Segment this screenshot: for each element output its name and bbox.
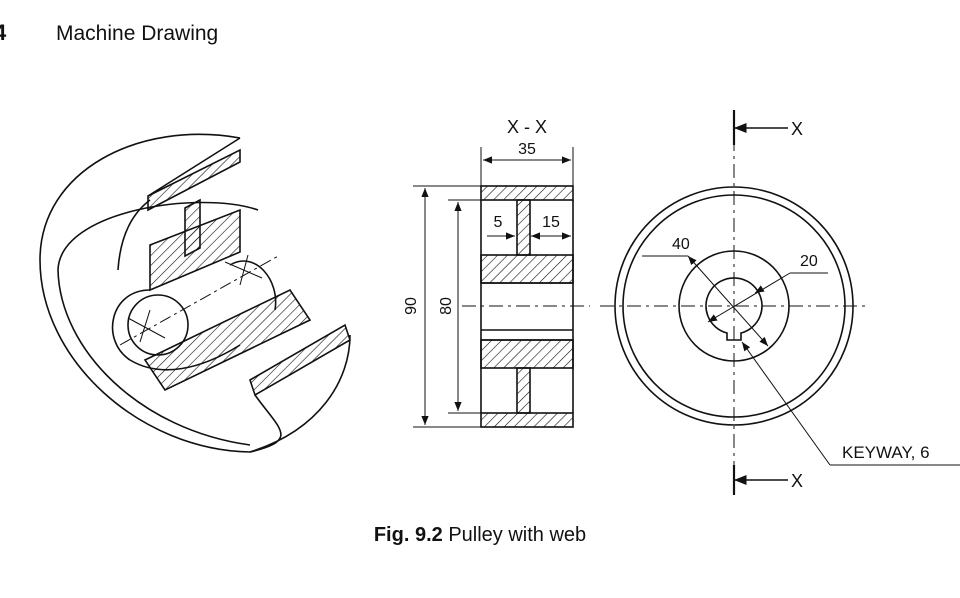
- running-title: Machine Drawing: [56, 22, 219, 45]
- cut-label-bottom: X: [791, 471, 803, 491]
- end-view-labels: X X 40 20 KEYWAY, 6: [672, 119, 930, 491]
- sec-web-bottom: [516, 367, 531, 414]
- figure-caption: Fig. 9.2 Pulley with web: [0, 524, 960, 547]
- sec-rim-top: [480, 185, 574, 201]
- iso-hub-bottom-section: [143, 288, 312, 392]
- iso-rim-edge: [117, 199, 151, 271]
- dim-20: 20: [800, 253, 818, 270]
- section-view: [413, 147, 590, 428]
- iso-axis-line: [119, 254, 281, 346]
- sec-hub-top: [480, 254, 574, 284]
- cut-label-top: X: [791, 119, 803, 139]
- figure-number: Fig. 9.2: [373, 524, 443, 546]
- iso-rim-outer: [39, 133, 251, 453]
- isometric-pulley-view: [39, 133, 351, 453]
- figure-title: Pulley with web: [448, 524, 587, 546]
- section-labels: X - X 35 5 15 90 80: [403, 117, 560, 315]
- leader-20: [707, 272, 791, 323]
- keyway-label: KEYWAY, 6: [842, 443, 930, 462]
- iso-rim-inner: [57, 201, 259, 446]
- sec-hub-bottom: [480, 339, 574, 369]
- leader-keyway: [741, 341, 831, 466]
- dim-90: 90: [403, 297, 420, 315]
- dim-40: 40: [672, 236, 690, 253]
- section-label: X - X: [507, 117, 547, 137]
- dim-5: 5: [494, 214, 503, 231]
- page-number: 4: [0, 20, 7, 45]
- iso-hub-top-section: [149, 208, 241, 292]
- end-view: [600, 110, 960, 495]
- sec-rim-bottom: [480, 412, 574, 428]
- dim-15: 15: [542, 214, 560, 231]
- dim-80: 80: [438, 297, 455, 315]
- sec-web-top: [516, 199, 531, 256]
- dim-35: 35: [518, 141, 536, 158]
- iso-rim-right: [249, 334, 351, 453]
- iso-rim-top-section: [147, 148, 241, 212]
- leader-40: [687, 255, 769, 347]
- iso-rim-bottom-face: [249, 394, 282, 453]
